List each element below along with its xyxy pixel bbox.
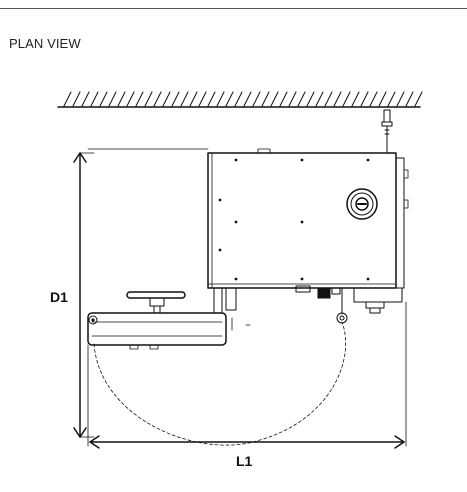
screw-icon [300, 220, 304, 224]
screw-icon [300, 158, 304, 162]
motor-housing [353, 287, 403, 314]
wall-hatch-stroke [279, 91, 288, 107]
wall-hatch-stroke [369, 91, 378, 107]
wall-hatch-stroke [189, 91, 198, 107]
length-dimension-label: L1 [236, 453, 253, 469]
wall-hatch-stroke [90, 91, 99, 107]
screw-icon [234, 220, 238, 224]
wall-hatch-stroke [324, 91, 333, 107]
tool-head-arm [87, 287, 251, 350]
wall-hatch-stroke [216, 91, 225, 107]
top-border-rule [0, 8, 467, 9]
screw-icon [366, 277, 370, 281]
wall-hatch-stroke [360, 91, 369, 107]
wall-hatch-stroke [144, 91, 153, 107]
wall-hatch-stroke [342, 91, 351, 107]
wall-hatch-stroke [378, 91, 387, 107]
wall-hatch-stroke [180, 91, 189, 107]
wall-hatch-stroke [270, 91, 279, 107]
screw-icon [218, 248, 222, 252]
power-cable-icon [381, 109, 393, 154]
wall-hatch-stroke [396, 91, 405, 107]
wall-hatch-stroke [315, 91, 324, 107]
screw-icon [234, 277, 238, 281]
wall-hatch-stroke [63, 91, 72, 107]
dimension-d1 [73, 148, 209, 438]
wall-hatch-stroke [81, 91, 90, 107]
machine-body [207, 148, 409, 289]
screw-icon [234, 158, 238, 162]
wall-hatch-stroke [252, 91, 261, 107]
wall-hatch-stroke [162, 91, 171, 107]
screw-icon [218, 198, 222, 202]
wall-hatch-stroke [234, 91, 243, 107]
wall-hatch-stroke [108, 91, 117, 107]
wall-hatch-stroke [333, 91, 342, 107]
wall-hatch-stroke [414, 91, 423, 107]
wall-hatch-stroke [99, 91, 108, 107]
wall-hatch-stroke [72, 91, 81, 107]
swing-arc [93, 321, 346, 446]
wall-hatch-stroke [225, 91, 234, 107]
wall-hatch-stroke [207, 91, 216, 107]
body-fittings [225, 285, 348, 324]
wall-hatch-stroke [387, 91, 396, 107]
view-title: PLAN VIEW [9, 36, 81, 51]
wall-hatch-stroke [297, 91, 306, 107]
wall-hatch-stroke [351, 91, 360, 107]
wall-hatch-stroke [243, 91, 252, 107]
control-knob-icon [346, 188, 378, 220]
dimension-l1 [87, 301, 407, 449]
wall-hatch-stroke [198, 91, 207, 107]
wall-hatch-stroke [405, 91, 414, 107]
wall-hatch-stroke [135, 91, 144, 107]
wall-hatch-stroke [306, 91, 315, 107]
wall-hatch-stroke [117, 91, 126, 107]
wall-hatch-stroke [261, 91, 270, 107]
wall-hatch-stroke [153, 91, 162, 107]
wall-hatch-stroke [171, 91, 180, 107]
screw-icon [300, 277, 304, 281]
wall-hatch-icon [57, 91, 423, 108]
wall-hatch-stroke [288, 91, 297, 107]
screw-icon [366, 158, 370, 162]
wall-hatch-stroke [126, 91, 135, 107]
depth-dimension-label: D1 [50, 289, 68, 305]
